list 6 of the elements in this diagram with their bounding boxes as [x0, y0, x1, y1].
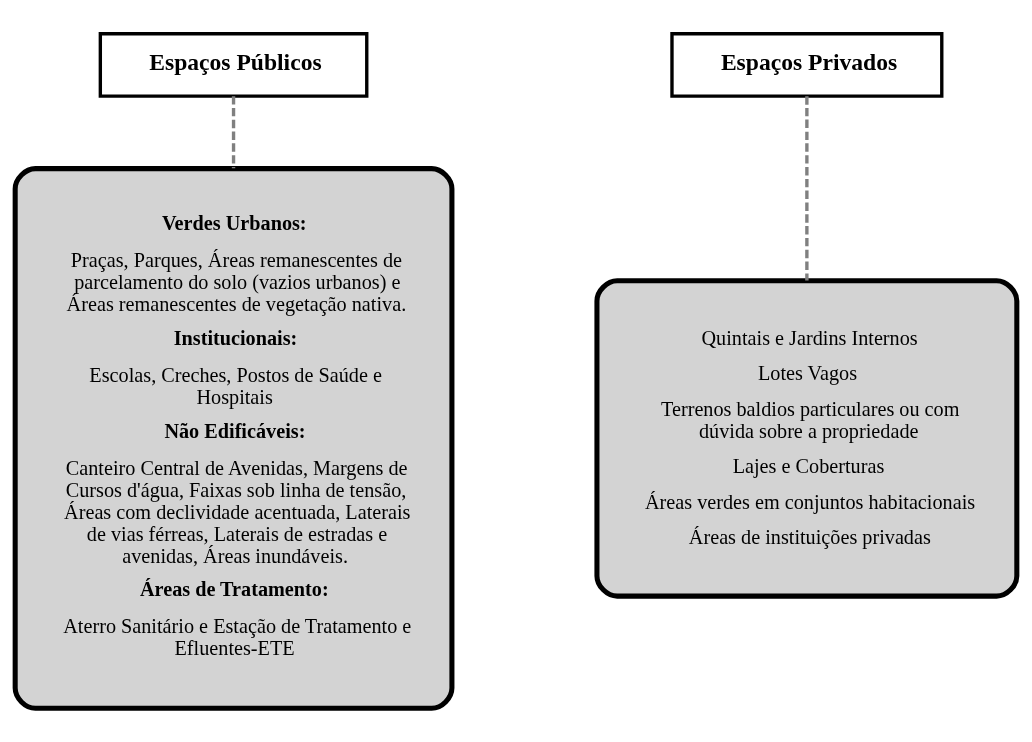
node-box: Verdes Urbanos: Praças, Parques, Áreas remanescentes de parcelamento do solo (vazios urbanos) e Áreas remanescentes de vegetação nativa. Institucionais: Escolas, Creches, Postos de Saúde e Hospitais Não Edificáveis: Canteiro Central de Avenidas, Margens de Cursos d'água, Faixas sob linha de tensão, Áreas com declividade acentuada, Laterais de vias férreas, Laterais de estradas e avenidas, Áreas inundáveis. Áreas de Tratamento: Aterro Sanitário e Estação de Tratamento e Efluentes-ETE [12, 166, 455, 711]
node-box: Espaços Públicos [98, 32, 369, 98]
connector [231, 96, 236, 169]
node-box: Quintais e Jardins Internos Lotes Vagos Terrenos baldios particulares ou com dúvida sobre a propriedade Lajes e Coberturas Áreas verdes em conjuntos habitacionais Áreas de instituições privadas [594, 278, 1020, 599]
node-box: Espaços Privados [670, 32, 944, 98]
connector [805, 96, 809, 281]
